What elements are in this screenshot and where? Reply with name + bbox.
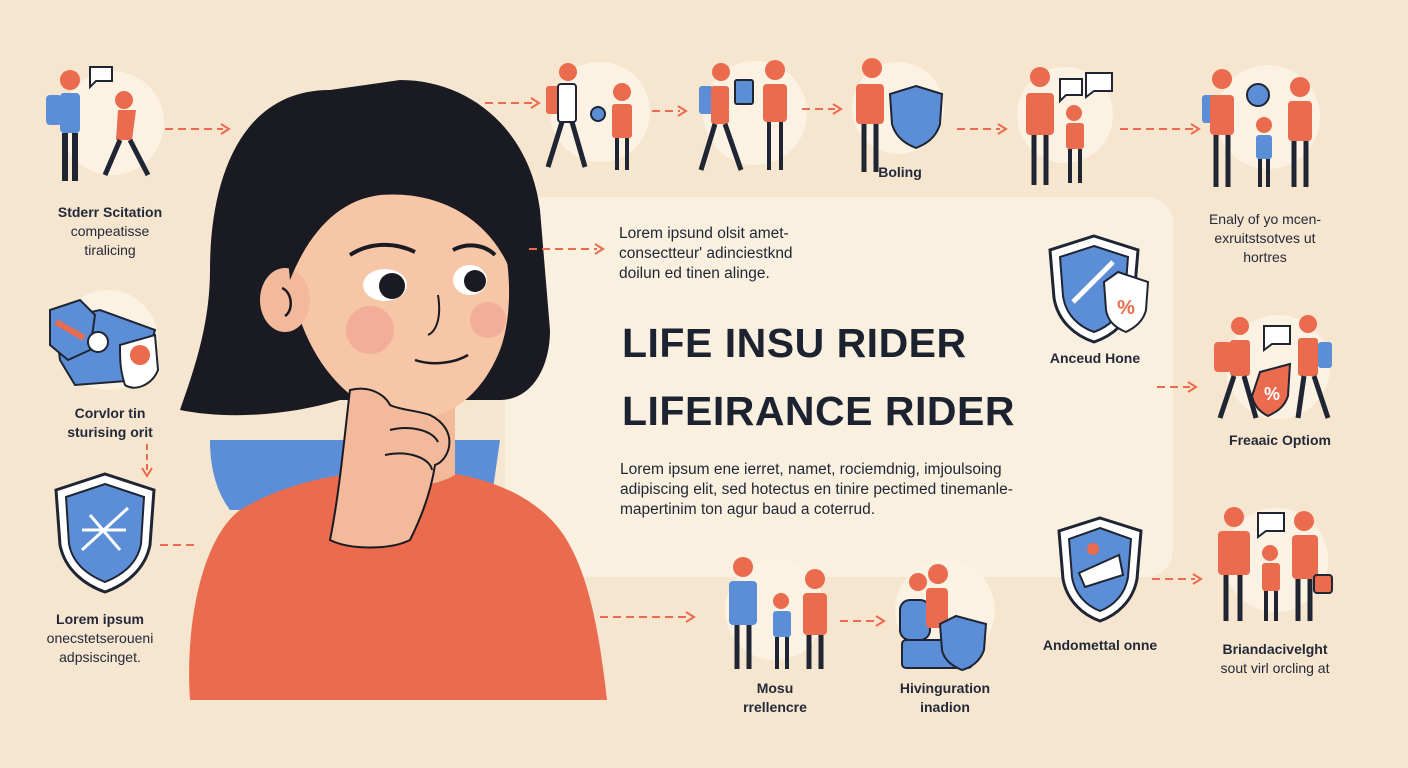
bottom-hiv-illustration (895, 560, 995, 672)
bottom-family2-illustration (1218, 507, 1333, 621)
arrow-icon (957, 123, 1008, 135)
svg-text:%: % (1117, 297, 1135, 319)
top-family1-illustration (545, 62, 650, 170)
arrow-icon (529, 243, 605, 255)
arrow-icon (802, 103, 843, 115)
top-family4-illustration (1202, 65, 1320, 187)
bottom-mosu-caption: Mosu rrellencre (743, 680, 807, 715)
arrow-icon (1152, 573, 1203, 585)
top-family3-illustration (1017, 67, 1113, 185)
left-step2-illustration (49, 290, 160, 390)
bottom-shield-icon (1057, 516, 1143, 623)
bottom-ando-caption: Andomettal onne (1042, 637, 1158, 653)
option-illustration: % (1214, 315, 1332, 419)
svg-text:%: % (1264, 384, 1280, 404)
left-step2-caption: Corvlor tin sturising orit (67, 405, 153, 440)
shield-caption: Anceud Hone (1049, 350, 1141, 366)
arrow-icon (600, 611, 696, 623)
title-line-2: LIFEIRANCE RIDER (622, 388, 1015, 434)
title-line-1: LIFE INSU RIDER (622, 320, 967, 366)
bottom-hiv-caption: Hivinguration inadion (899, 680, 991, 715)
top-right-caption: Enaly of yo mcen- exruitstsotves ut hort… (1208, 211, 1322, 265)
bottom-family-illustration (725, 557, 827, 669)
left-step3-caption: Lorem ipsum onecstetseroueni adpsiscinge… (46, 611, 154, 665)
left-shield-icon (54, 472, 156, 594)
arrow-icon (1120, 123, 1201, 135)
top-boling-caption: Boling (878, 164, 922, 180)
arrow-icon (141, 444, 153, 478)
arrow-icon (160, 544, 196, 546)
left-step1-caption: Stderr Scitation compeatisse tiralicing (57, 204, 163, 258)
percent-shield-icon: % (1048, 234, 1150, 344)
arrow-icon (485, 97, 541, 109)
intro-text: Lorem ipsund olsit amet- consectteur' ad… (619, 225, 793, 282)
arrow-icon (1157, 381, 1198, 393)
arrow-icon (840, 615, 886, 627)
option-caption: Freaaic Optiom (1229, 432, 1331, 448)
arrow-icon (652, 105, 688, 117)
bottom-brand-caption: Briandacivelght sout virl orcling at (1220, 641, 1330, 676)
left-step1-illustration (46, 66, 164, 181)
thinking-woman-illustration (180, 80, 607, 700)
top-family2-illustration (698, 60, 807, 171)
top-shield-person-illustration (852, 58, 944, 172)
body-text: Lorem ipsum ene ierret, namet, rociemdni… (620, 461, 1013, 518)
arrow-icon (165, 123, 231, 135)
